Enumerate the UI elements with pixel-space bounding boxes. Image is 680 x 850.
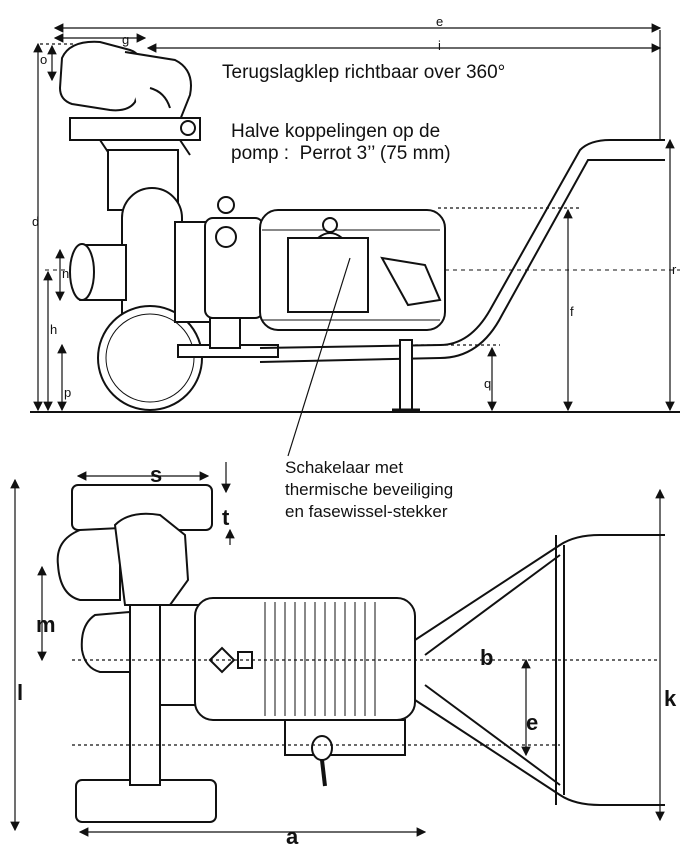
- note-half-couplings: Halve koppelingen op de pomp : Perrot 3’…: [231, 121, 451, 165]
- frame-handle: [259, 139, 665, 349]
- top-frame: [414, 534, 665, 641]
- dim-label-d: d: [32, 214, 40, 229]
- top-check-valve: [56, 526, 121, 601]
- switch-box: [284, 719, 406, 756]
- top-view: [56, 484, 665, 823]
- dim-label-e-side: e: [436, 14, 444, 29]
- side-view-dimensions: [33, 23, 675, 457]
- dim-label-i: i: [438, 38, 441, 53]
- dim-label-f: f: [570, 304, 574, 319]
- dim-label-e-top: e: [526, 710, 539, 735]
- switch-leader-line: [287, 257, 351, 457]
- side-view: [30, 40, 680, 413]
- dim-label-p: p: [64, 385, 72, 400]
- dim-label-a: a: [286, 824, 299, 849]
- filler-cap-icon: [217, 196, 235, 214]
- dim-label-b: b: [480, 645, 494, 670]
- bracket-bolt-icon: [180, 120, 196, 136]
- top-view-dimensions: [10, 462, 665, 837]
- valve-bracket: [69, 117, 201, 141]
- top-wheel-lower: [75, 779, 217, 823]
- dim-label-h: h: [50, 322, 58, 337]
- dim-label-o: o: [40, 52, 48, 67]
- connector-plug: [380, 256, 442, 307]
- dim-label-m: m: [36, 612, 56, 637]
- check-valve: [58, 40, 192, 122]
- top-pump-body: [80, 610, 131, 673]
- note-switch-thermal-protection: Schakelaar met thermische beveiliging en…: [285, 458, 454, 522]
- dim-label-l: l: [17, 680, 24, 705]
- dim-label-r: r: [672, 262, 677, 277]
- support-leg: [399, 339, 413, 411]
- dim-label-s: s: [150, 462, 163, 487]
- note-check-valve-rotatable: Terugslagklep richtbaar over 360°: [222, 62, 506, 83]
- dim-label-t: t: [222, 505, 230, 530]
- dim-label-g: g: [122, 32, 130, 47]
- dim-label-n: n: [62, 266, 70, 281]
- dim-label-k: k: [664, 686, 677, 711]
- dim-label-q: q: [484, 376, 492, 391]
